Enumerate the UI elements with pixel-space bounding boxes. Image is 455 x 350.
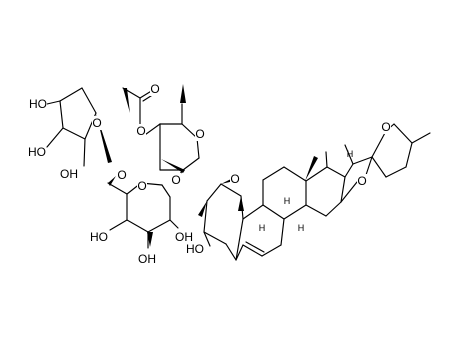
atom-o-spiro-furan: O bbox=[357, 174, 367, 188]
atom-label-layer: HO HO OH O O O O O bbox=[28, 82, 391, 266]
h-c14-text: H bbox=[298, 223, 305, 233]
atom-ho-steroid-c3: HO bbox=[186, 242, 204, 256]
o-glycoside-text: O bbox=[230, 172, 239, 186]
o-rha-ring-text: O bbox=[137, 179, 146, 193]
stereo-h-layer: H H H H bbox=[259, 149, 354, 233]
ho-rha-1-text: HO bbox=[90, 230, 108, 244]
atom-o-rha-ring: O bbox=[137, 179, 147, 193]
o-link-xyl-text: O bbox=[117, 168, 126, 182]
o-qui-ring-text: O bbox=[195, 127, 204, 141]
stereo-bond-layer bbox=[96, 84, 318, 247]
atom-ho-xyl-1: HO bbox=[29, 97, 47, 111]
atom-o-link-rha: O bbox=[171, 173, 181, 187]
o-spiro-furan-text: O bbox=[357, 174, 366, 188]
oh-rha-3-text: OH bbox=[138, 252, 156, 266]
oh-rha-2-text: OH bbox=[175, 230, 193, 244]
oh-xyl-3-text: OH bbox=[60, 167, 78, 181]
h-c9-text: H bbox=[259, 223, 266, 233]
o-link-rha-text: O bbox=[171, 173, 180, 187]
atom-o-link-xyl: O bbox=[117, 168, 127, 182]
o-acetyl-carbonyl-text: O bbox=[150, 82, 159, 96]
atom-o-acetyl-carbonyl: O bbox=[150, 82, 160, 96]
atom-oh-rha-3: OH bbox=[138, 252, 156, 266]
o-acetyl-ester-text: O bbox=[136, 124, 145, 138]
atom-o-spiro-pyran: O bbox=[381, 120, 391, 134]
atom-o-glycoside: O bbox=[230, 172, 240, 186]
o-spiro-pyran-text: O bbox=[381, 120, 390, 134]
atom-ho-rha-1: HO bbox=[90, 230, 108, 244]
atom-o-acetyl-ester: O bbox=[136, 124, 146, 138]
atom-o-qui-ring: O bbox=[195, 127, 205, 141]
o-xyl-ring-text: O bbox=[92, 116, 101, 130]
ho-steroid-c3-text: HO bbox=[186, 242, 204, 256]
atom-ho-xyl-2: HO bbox=[28, 145, 46, 159]
ho-xyl-1-text: HO bbox=[29, 97, 47, 111]
h-c17-text: H bbox=[347, 149, 354, 159]
bond-layer bbox=[46, 87, 431, 261]
atom-o-xyl-ring: O bbox=[92, 116, 102, 130]
atom-oh-xyl-3: OH bbox=[60, 167, 78, 181]
h-c8-text: H bbox=[284, 196, 291, 206]
ho-xyl-2-text: HO bbox=[28, 145, 46, 159]
atom-oh-rha-2: OH bbox=[175, 230, 193, 244]
